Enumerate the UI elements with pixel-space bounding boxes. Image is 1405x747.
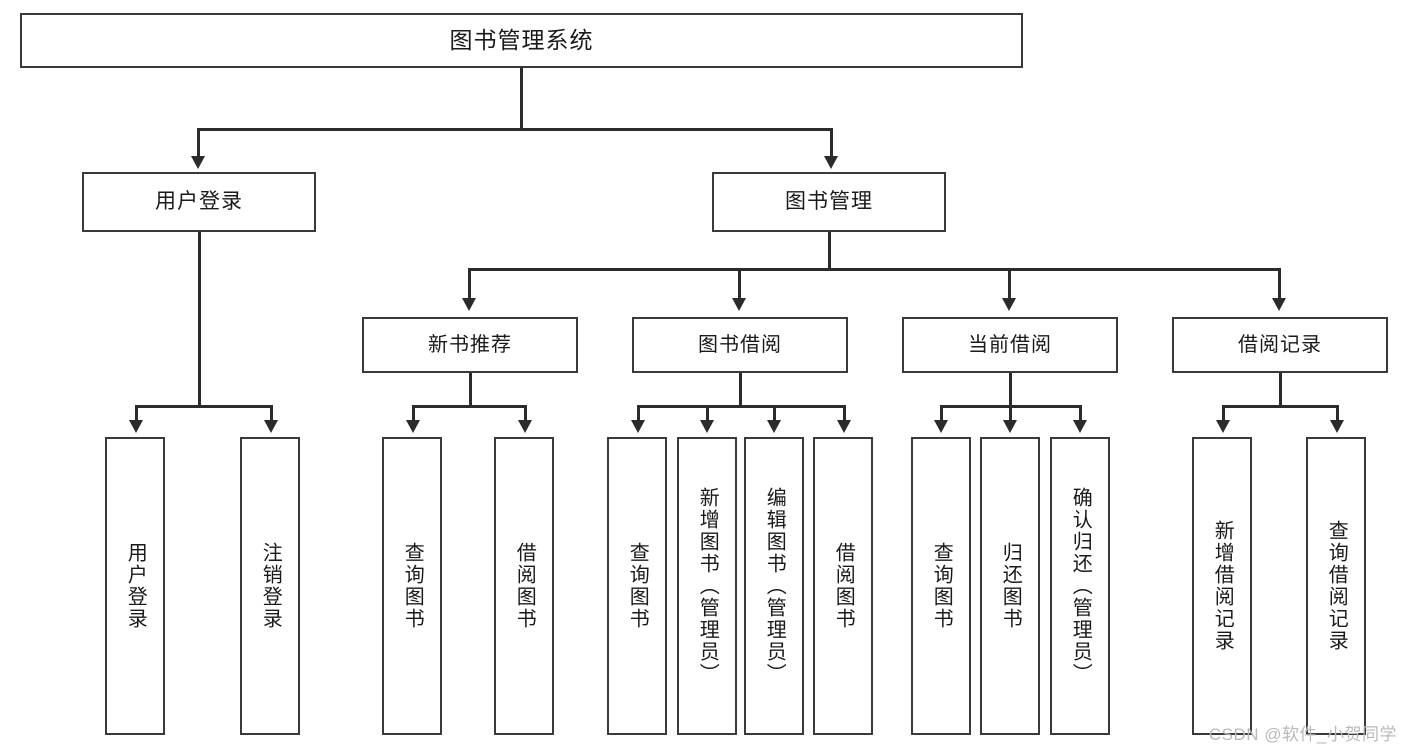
leaf-book-borrow-add[interactable]: 新增图书（管理员）	[677, 437, 737, 735]
node-book-management-label: 图书管理	[785, 190, 873, 214]
arrow-book-borrow-leaf-1-icon	[631, 420, 645, 433]
arrow-user-login-leaf-1-icon	[129, 420, 143, 433]
arrow-borrow-record-leaf-1-icon	[1216, 420, 1230, 433]
connector-book-borrow-leaf-4	[843, 405, 846, 422]
connector-bm-to-book-borrow	[738, 268, 741, 300]
connector-user-login-leaf-2	[270, 405, 273, 422]
leaf-borrow-record-add[interactable]: 新增借阅记录	[1192, 437, 1252, 735]
connector-book-borrow-leaf-3	[773, 405, 776, 422]
leaf-book-borrow-borrow-label: 借阅图书	[832, 542, 855, 630]
arrow-current-borrow-leaf-2-icon	[1003, 420, 1017, 433]
connector-borrow-record-leaf-2	[1336, 405, 1339, 422]
connector-borrow-record-stem	[1279, 373, 1282, 407]
leaf-new-book-query[interactable]: 查询图书	[382, 437, 442, 735]
connector-root-to-book-management	[830, 128, 833, 158]
node-current-borrow[interactable]: 当前借阅	[902, 317, 1118, 373]
leaf-new-book-query-label: 查询图书	[401, 542, 424, 630]
leaf-book-borrow-borrow[interactable]: 借阅图书	[813, 437, 873, 735]
connector-user-login-bar	[135, 405, 270, 408]
connector-current-borrow-leaf-1	[940, 405, 943, 422]
connector-bm-to-new-book	[468, 268, 471, 300]
node-borrow-record-label: 借阅记录	[1238, 333, 1322, 356]
node-new-book-recommend-label: 新书推荐	[428, 333, 512, 356]
arrow-root-to-book-management-icon	[824, 156, 838, 169]
node-book-borrow[interactable]: 图书借阅	[632, 317, 848, 373]
arrow-book-borrow-leaf-3-icon	[767, 420, 781, 433]
connector-new-book-bar	[412, 405, 526, 408]
connector-new-book-leaf-2	[524, 405, 527, 422]
connector-new-book-stem	[469, 373, 472, 407]
node-book-borrow-label: 图书借阅	[698, 333, 782, 356]
leaf-borrow-record-query[interactable]: 查询借阅记录	[1306, 437, 1366, 735]
node-borrow-record[interactable]: 借阅记录	[1172, 317, 1388, 373]
arrow-book-borrow-leaf-2-icon	[700, 420, 714, 433]
leaf-book-borrow-edit-label: 编辑图书（管理员）	[763, 487, 786, 685]
arrow-new-book-leaf-1-icon	[406, 420, 420, 433]
connector-bm-to-current-borrow	[1008, 268, 1011, 300]
leaf-borrow-record-query-label: 查询借阅记录	[1325, 520, 1348, 652]
node-user-login[interactable]: 用户登录	[82, 172, 316, 232]
connector-book-borrow-leaf-1	[637, 405, 640, 422]
connector-bm-to-borrow-record	[1278, 268, 1281, 300]
leaf-current-borrow-confirm-return-label: 确认归还（管理员）	[1069, 487, 1092, 685]
connector-book-borrow-stem	[739, 373, 742, 407]
arrow-root-to-user-login-icon	[191, 156, 205, 169]
leaf-current-borrow-confirm-return[interactable]: 确认归还（管理员）	[1050, 437, 1110, 735]
connector-new-book-leaf-1	[412, 405, 415, 422]
arrow-current-borrow-leaf-1-icon	[934, 420, 948, 433]
arrow-book-borrow-leaf-4-icon	[837, 420, 851, 433]
leaf-user-login-logout-label: 注销登录	[259, 542, 282, 630]
connector-current-borrow-leaf-2	[1009, 405, 1012, 422]
arrow-current-borrow-leaf-3-icon	[1073, 420, 1087, 433]
leaf-user-login-login-label: 用户登录	[124, 542, 147, 630]
connector-borrow-record-bar	[1222, 405, 1337, 408]
node-book-management[interactable]: 图书管理	[712, 172, 946, 232]
arrow-borrow-record-leaf-2-icon	[1330, 420, 1344, 433]
leaf-book-borrow-query-label: 查询图书	[626, 542, 649, 630]
node-root-label: 图书管理系统	[449, 26, 594, 53]
connector-root-to-user-login	[197, 128, 200, 158]
arrow-user-login-leaf-2-icon	[264, 420, 278, 433]
connector-current-borrow-stem	[1009, 373, 1012, 407]
leaf-user-login-logout[interactable]: 注销登录	[240, 437, 300, 735]
leaf-current-borrow-query-label: 查询图书	[930, 542, 953, 630]
leaf-user-login-login[interactable]: 用户登录	[105, 437, 165, 735]
leaf-current-borrow-query[interactable]: 查询图书	[911, 437, 971, 735]
connector-book-management-stem	[828, 232, 831, 270]
leaf-new-book-borrow[interactable]: 借阅图书	[494, 437, 554, 735]
leaf-book-borrow-query[interactable]: 查询图书	[607, 437, 667, 735]
node-root-book-management-system[interactable]: 图书管理系统	[20, 13, 1023, 68]
connector-root-bar	[197, 128, 832, 131]
arrow-bm-to-new-book-icon	[462, 298, 476, 311]
leaf-book-borrow-add-label: 新增图书（管理员）	[696, 487, 719, 685]
connector-book-management-bar	[468, 268, 1280, 271]
node-user-login-label: 用户登录	[155, 190, 243, 214]
arrow-bm-to-book-borrow-icon	[732, 298, 746, 311]
leaf-new-book-borrow-label: 借阅图书	[513, 542, 536, 630]
node-new-book-recommend[interactable]: 新书推荐	[362, 317, 578, 373]
connector-book-borrow-bar	[637, 405, 845, 408]
connector-user-login-stem	[198, 232, 201, 407]
arrow-new-book-leaf-2-icon	[518, 420, 532, 433]
connector-current-borrow-leaf-3	[1079, 405, 1082, 422]
arrow-bm-to-borrow-record-icon	[1272, 298, 1286, 311]
leaf-current-borrow-return[interactable]: 归还图书	[980, 437, 1040, 735]
leaf-borrow-record-add-label: 新增借阅记录	[1211, 520, 1234, 652]
node-current-borrow-label: 当前借阅	[968, 333, 1052, 356]
connector-root-stem	[520, 68, 523, 128]
leaf-current-borrow-return-label: 归还图书	[999, 542, 1022, 630]
connector-book-borrow-leaf-2	[706, 405, 709, 422]
leaf-book-borrow-edit[interactable]: 编辑图书（管理员）	[744, 437, 804, 735]
connector-user-login-leaf-1	[135, 405, 138, 422]
arrow-bm-to-current-borrow-icon	[1002, 298, 1016, 311]
connector-borrow-record-leaf-1	[1222, 405, 1225, 422]
